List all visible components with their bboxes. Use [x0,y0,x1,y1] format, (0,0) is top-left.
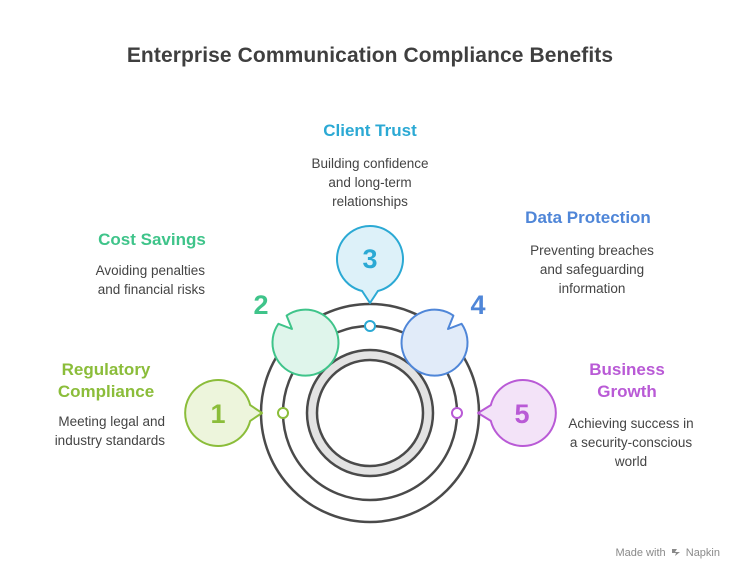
desc-regulatory-compliance: Meeting legal and industry standards [54,414,165,448]
desc-client-trust: Building confidence and long-term relati… [311,156,429,209]
napkin-brand-text: Napkin [685,547,720,559]
bubble-3: 3 [336,224,404,304]
label-client-trust: Client Trust [323,121,417,140]
bubble-number-4: 4 [470,290,485,320]
inner-ring-band [307,350,433,476]
desc-cost-savings: Avoiding penalties and financial risks [95,263,205,297]
label-data-protection: Data Protection [525,208,651,227]
inner-ring-outline-outer [305,348,435,478]
made-with-napkin[interactable]: Made with Napkin [615,547,720,559]
connector-dot-1 [277,407,289,419]
bubble-number-2: 2 [253,290,268,320]
bubble-1: 1 [184,379,263,447]
bubble-5: 5 [477,379,557,447]
label-regulatory-compliance: Regulatory Compliance [57,360,155,401]
bubble-number-5: 5 [514,399,529,429]
bubble-number-3: 3 [362,244,377,274]
made-with-text: Made with [615,547,666,559]
connector-dot-3 [364,320,376,332]
connector-dot-5 [451,407,463,419]
bubble-2: 2 [253,290,340,377]
desc-data-protection: Preventing breaches and safeguarding inf… [530,243,654,296]
inner-ring-outline-inner [315,358,425,468]
diagram-title: Enterprise Communication Compliance Bene… [126,44,614,67]
napkin-logo-icon [671,549,680,556]
desc-business-growth: Achieving success in a security-consciou… [568,416,694,469]
label-cost-savings: Cost Savings [98,230,206,249]
bubble-number-1: 1 [210,399,225,429]
label-business-growth: Business Growth [589,360,665,401]
bubble-4: 4 [400,290,486,377]
